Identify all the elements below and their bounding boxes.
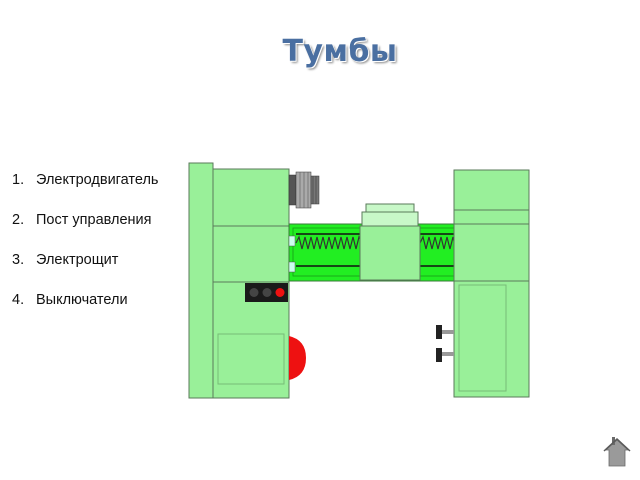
carriage (359, 203, 421, 281)
legend-number: 1. (12, 172, 25, 188)
lead-screw-left (295, 235, 363, 250)
slide-title: Тумбы (282, 34, 398, 69)
legend-label: Электродвигатель (36, 172, 159, 188)
right-pedestal (453, 169, 530, 398)
legend-label: Пост управления (36, 212, 152, 228)
legend-number: 2. (12, 212, 25, 228)
toggle-switches-icon (436, 325, 454, 362)
left-pedestal (188, 162, 290, 399)
home-icon[interactable] (603, 437, 631, 467)
legend-label: Электрощит (36, 252, 119, 268)
legend-number: 3. (12, 252, 25, 268)
emergency-knob-icon (289, 336, 306, 380)
control-panel-buttons-icon (245, 283, 288, 302)
electric-motor-icon (288, 171, 320, 209)
legend-number: 4. (12, 292, 25, 308)
legend-label: Выключатели (36, 292, 128, 308)
